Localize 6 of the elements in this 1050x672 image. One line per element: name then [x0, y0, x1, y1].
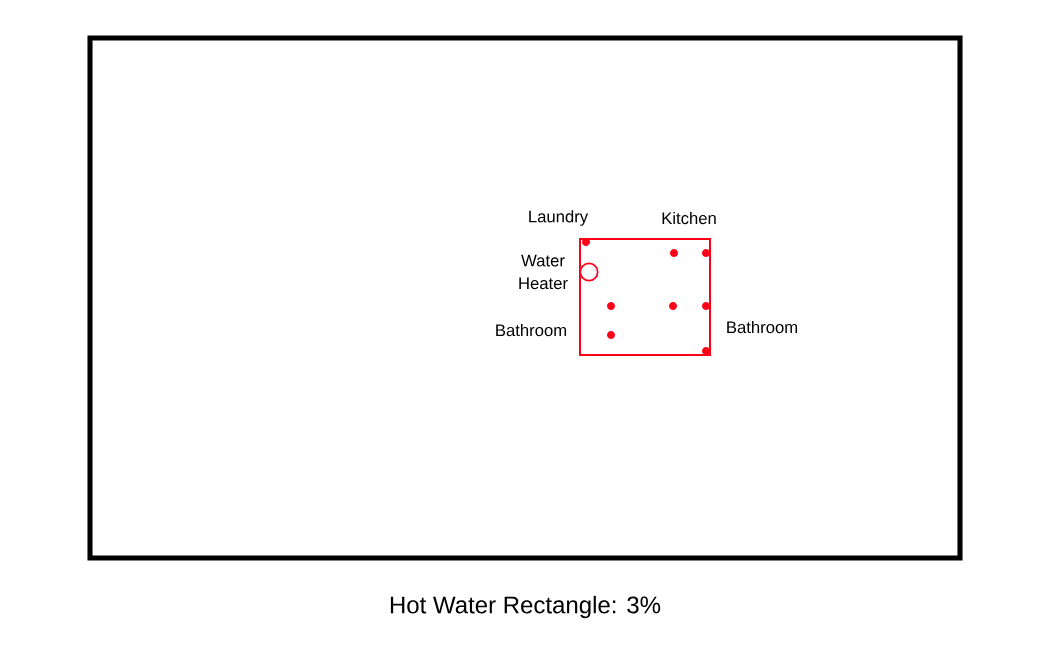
room-label: Laundry [529, 210, 589, 226]
room-label: Water Heater [519, 254, 568, 290]
room-label: Bathroom [496, 323, 566, 337]
room-label: Kitchen [662, 211, 716, 225]
caption: Hot Water Rectangle: 3% [390, 595, 661, 619]
room-label: Bathroom [727, 320, 797, 334]
